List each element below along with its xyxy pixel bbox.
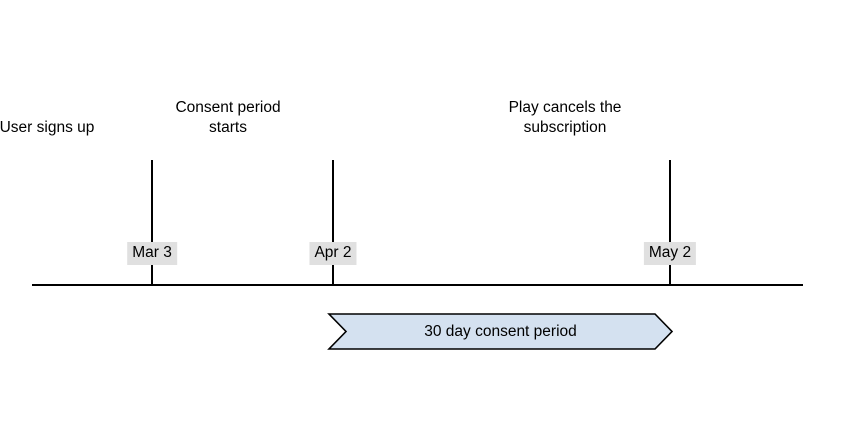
event-marker-line-consent-start bbox=[332, 160, 334, 285]
event-date-chip-consent-start: Apr 2 bbox=[309, 242, 357, 265]
banner-chevron-shape bbox=[327, 313, 674, 350]
timeline-axis bbox=[32, 284, 803, 286]
event-label-consent-start: Consent period starts bbox=[175, 99, 281, 136]
event-marker-line-signup bbox=[151, 160, 153, 285]
consent-period-banner: 30 day consent period bbox=[327, 313, 674, 350]
event-date-chip-play-cancels: May 2 bbox=[643, 242, 697, 265]
event-date-chip-signup: Mar 3 bbox=[127, 242, 177, 265]
event-label-signup: User signs up bbox=[0, 119, 95, 136]
event-marker-line-play-cancels bbox=[669, 160, 671, 285]
event-label-play-cancels: Play cancels the subscription bbox=[508, 99, 622, 136]
